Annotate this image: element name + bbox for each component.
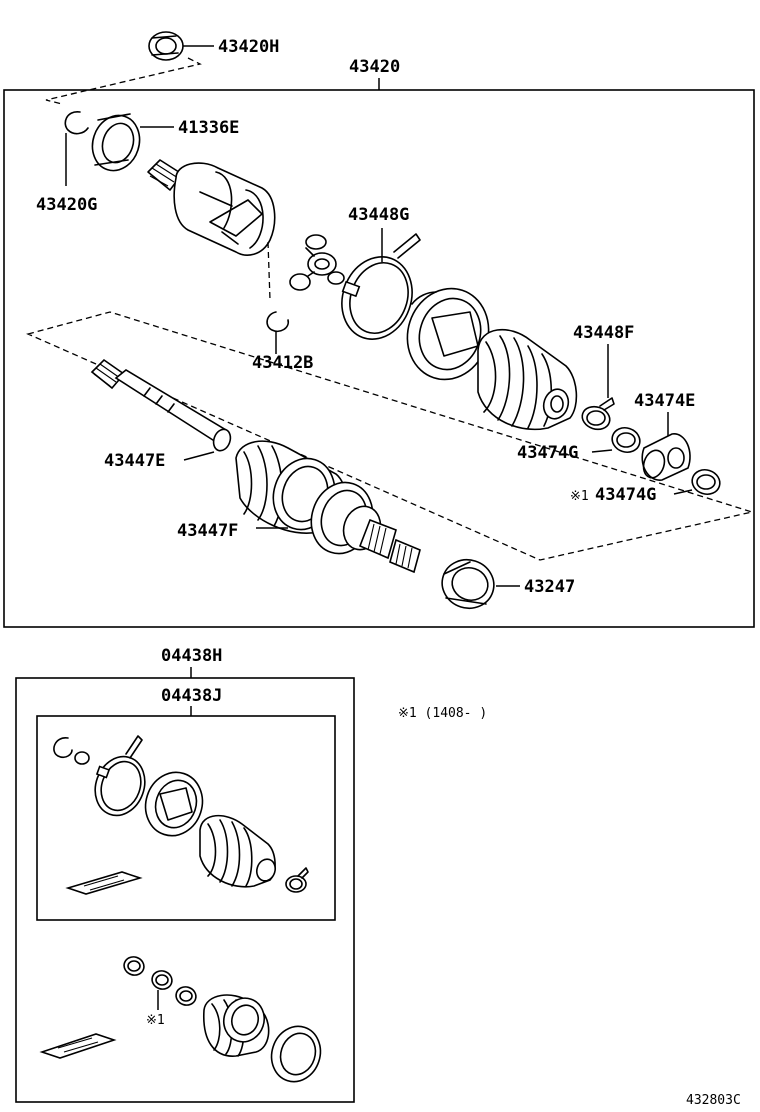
kit-04438J-snap-rings-drawing — [53, 737, 90, 765]
mark-1-top: ※1 — [570, 489, 589, 504]
kit-box-04438H — [15, 677, 355, 1103]
label-43447E: 43447E — [104, 451, 165, 471]
drive-shaft-drawing — [90, 358, 232, 452]
kit-04438H-ring-c-drawing — [175, 986, 197, 1006]
label-04438H: 04438H — [161, 646, 222, 666]
kit-04438H-boot-drawing — [203, 994, 270, 1057]
label-43474G-lower: 43474G — [595, 485, 656, 505]
label-43448F: 43448F — [573, 323, 634, 343]
kit-04438H-ring-b-drawing — [151, 970, 173, 990]
kit-04438H-ring-a-drawing — [123, 956, 145, 976]
kit-box-04438J — [36, 715, 336, 921]
label-04438J: 04438J — [161, 686, 222, 706]
boot-inboard-bellows-drawing — [477, 328, 578, 431]
damper-43474E-drawing — [641, 433, 691, 481]
label-43420: 43420 — [349, 57, 400, 77]
seal-43247-drawing — [441, 559, 495, 609]
kit-04438H-seal-drawing — [270, 1025, 322, 1083]
label-43420G: 43420G — [36, 195, 97, 215]
inboard-joint-housing-drawing — [147, 159, 276, 256]
footnote-applicability: ※1 (1408- ) — [398, 706, 487, 721]
seal-41336E-drawing — [91, 113, 141, 172]
kit-04438J-clamp-large-drawing — [94, 735, 146, 817]
snap-ring-43412B-drawing — [266, 311, 290, 333]
label-43412B: 43412B — [252, 353, 313, 373]
outboard-joint-stub-drawing — [342, 505, 421, 574]
label-43247: 43247 — [524, 577, 575, 597]
kit-04438J-grease-pack-drawing — [65, 871, 143, 895]
kit-04438J-boot-large-end-drawing — [144, 771, 204, 837]
label-41336E: 41336E — [178, 118, 239, 138]
snap-ring-43420G-drawing — [64, 111, 89, 135]
figure-id: 432803C — [686, 1093, 741, 1108]
kit-04438J-clamp-small-drawing — [285, 867, 309, 893]
ring-43474G-upper-drawing — [611, 426, 641, 454]
clamp-43448F-drawing — [581, 397, 615, 431]
label-43474E: 43474E — [634, 391, 695, 411]
clamp-43448G-drawing — [341, 233, 421, 340]
label-43474G-upper: 43474G — [517, 443, 578, 463]
assembly-box-43420 — [3, 89, 755, 628]
label-43420H: 43420H — [218, 37, 279, 57]
kit-04438J-boot-bellows-drawing — [199, 814, 277, 888]
mark-1-kit: ※1 — [146, 1013, 165, 1028]
label-43447F: 43447F — [177, 521, 238, 541]
tripod-spider-drawing — [289, 234, 345, 291]
seal-43420H-drawing — [148, 31, 184, 61]
ring-43474G-lower-drawing — [691, 468, 721, 496]
kit-04438H-grease-pack-drawing — [39, 1033, 117, 1059]
label-43448G: 43448G — [348, 205, 409, 225]
